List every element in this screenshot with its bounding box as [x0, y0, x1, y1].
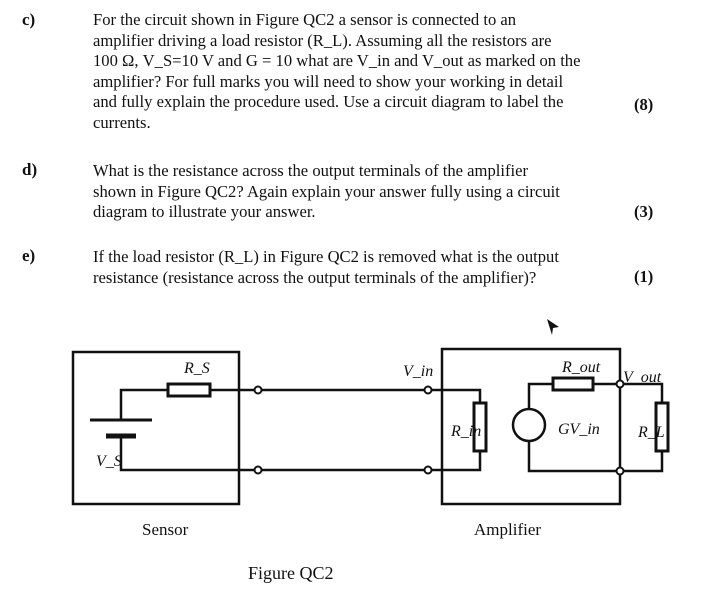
question-e-marks: (1)	[634, 267, 654, 286]
question-c-line: currents.	[93, 112, 151, 132]
load-wire	[624, 382, 664, 403]
sensor-caption: Sensor	[142, 520, 189, 539]
dependent-voltage-source	[511, 407, 547, 443]
load-wire	[624, 451, 664, 473]
amplifier-input-wire	[428, 388, 482, 403]
rout-resistor	[551, 376, 595, 392]
question-d-marks: (3)	[634, 202, 654, 221]
sensor-wire	[119, 436, 258, 472]
question-c-line: amplifier driving a load resistor (R_L).…	[93, 30, 552, 50]
figure-caption: Figure QC2	[248, 563, 334, 583]
sensor-wire	[119, 388, 168, 420]
terminal-node	[253, 385, 263, 395]
terminal-node	[423, 465, 433, 475]
gvin-label: GV_in	[558, 421, 600, 438]
rs-label: R_S	[183, 360, 210, 377]
question-d-line: diagram to illustrate your answer.	[93, 202, 316, 221]
question-c-text: For the circuit shown in Figure QC2 a se…	[93, 10, 580, 133]
sensor-box	[71, 350, 241, 506]
question-c-marks: (8)	[634, 95, 654, 114]
question-d-line: shown in Figure QC2? Again explain your …	[93, 181, 560, 201]
question-d-text: What is the resistance across the output…	[93, 161, 560, 223]
rin-resistor	[472, 401, 488, 453]
terminal-node	[253, 465, 263, 475]
question-c-line: and fully explain the procedure used. Us…	[93, 92, 564, 111]
question-c-line: For the circuit shown in Figure QC2 a se…	[93, 10, 517, 29]
amplifier-output-wire	[527, 441, 620, 473]
amplifier-caption: Amplifier	[474, 520, 541, 539]
rs-resistor	[166, 382, 212, 398]
amplifier-output-wire	[527, 382, 553, 409]
vs-label: V_S	[96, 453, 122, 470]
vout-label: V_out	[623, 369, 662, 386]
rl-label: R_L	[637, 424, 665, 441]
rout-label: R_out	[561, 359, 601, 376]
question-e-label: e)	[22, 246, 36, 265]
amplifier-box	[440, 347, 622, 506]
terminal-node	[615, 379, 625, 389]
question-e-line: If the load resistor (R_L) in Figure QC2…	[93, 247, 559, 266]
question-d-line: What is the resistance across the output…	[93, 161, 528, 180]
question-d-label: d)	[22, 160, 38, 179]
question-c-line: 100 Ω, V_S=10 V and G = 10 what are V_in…	[93, 51, 581, 70]
mouse-cursor-icon	[547, 319, 559, 335]
terminal-node	[423, 385, 433, 395]
question-e-text: If the load resistor (R_L) in Figure QC2…	[93, 247, 559, 288]
question-e-line: resistance (resistance across the output…	[93, 267, 537, 287]
vin-label: V_in	[403, 363, 433, 380]
question-c-label: c)	[22, 10, 36, 29]
amplifier-input-wire	[428, 451, 482, 472]
question-c-line: amplifier? For full marks you will need …	[93, 71, 564, 91]
terminal-node	[615, 466, 625, 476]
rin-label: R_in	[450, 423, 481, 440]
rl-resistor	[654, 401, 670, 453]
